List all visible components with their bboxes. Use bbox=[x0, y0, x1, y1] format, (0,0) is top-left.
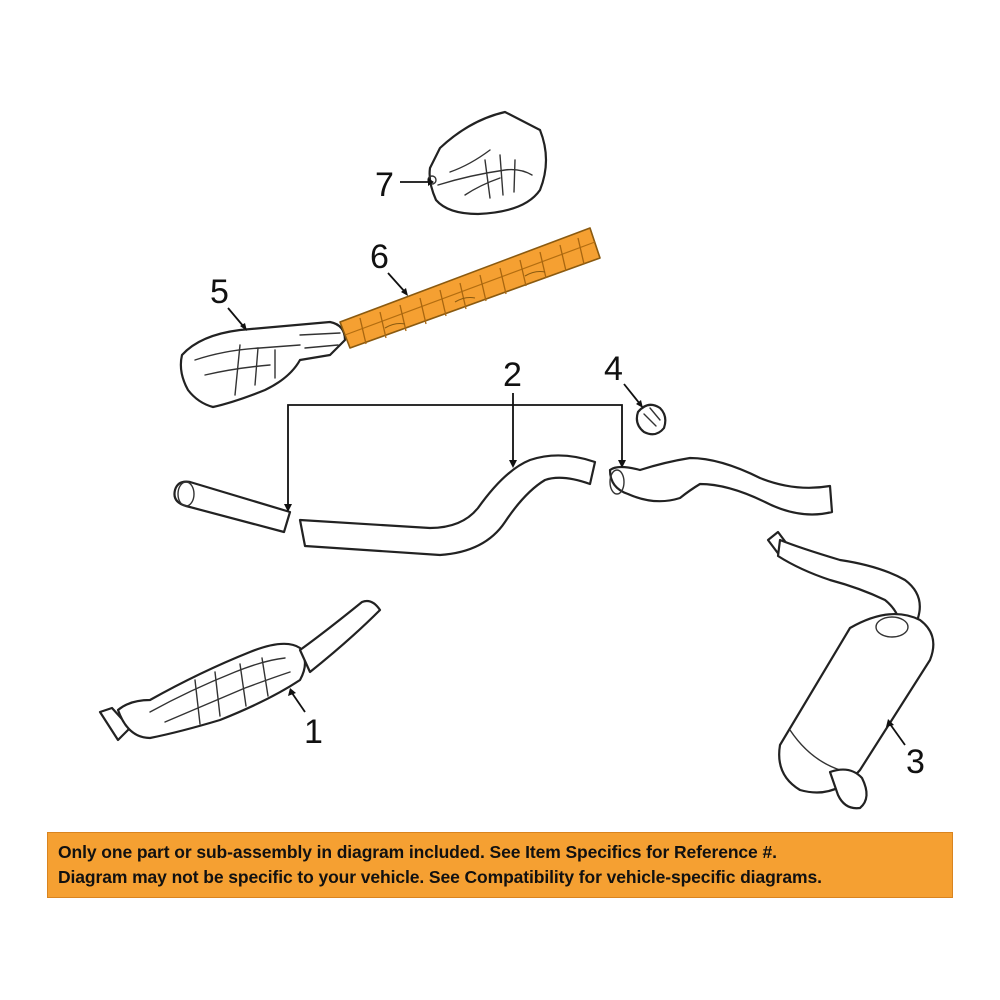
callout-5-label: 5 bbox=[210, 273, 229, 311]
part-2-intermediate-pipe[interactable] bbox=[173, 454, 834, 557]
part-3-muffler[interactable] bbox=[766, 530, 935, 810]
part-1-catalytic-converter[interactable] bbox=[98, 599, 382, 742]
callout-1: 1 bbox=[288, 688, 323, 751]
callout-4-label: 4 bbox=[604, 350, 623, 388]
disclaimer-banner: Only one part or sub-assembly in diagram… bbox=[47, 832, 953, 898]
disclaimer-line-1: Only one part or sub-assembly in diagram… bbox=[58, 842, 777, 862]
disclaimer-line-2: Diagram may not be specific to your vehi… bbox=[58, 867, 822, 887]
callout-5: 5 bbox=[210, 273, 247, 331]
callout-1-label: 1 bbox=[304, 713, 323, 751]
callout-6: 6 bbox=[370, 238, 408, 296]
callout-7-label: 7 bbox=[375, 166, 394, 204]
part-5-heat-shield[interactable] bbox=[179, 320, 347, 409]
part-6-heat-shield-highlighted[interactable] bbox=[339, 227, 601, 349]
callout-3: 3 bbox=[886, 719, 925, 781]
callout-7: 7 bbox=[375, 166, 434, 204]
callout-3-label: 3 bbox=[906, 743, 925, 781]
callout-2: 2 bbox=[284, 356, 626, 512]
callout-6-label: 6 bbox=[370, 238, 389, 276]
callout-4: 4 bbox=[604, 350, 643, 408]
callout-2-label: 2 bbox=[503, 356, 522, 394]
part-7-heat-shield[interactable] bbox=[427, 110, 548, 216]
part-4-exhaust-hanger[interactable] bbox=[635, 403, 667, 436]
